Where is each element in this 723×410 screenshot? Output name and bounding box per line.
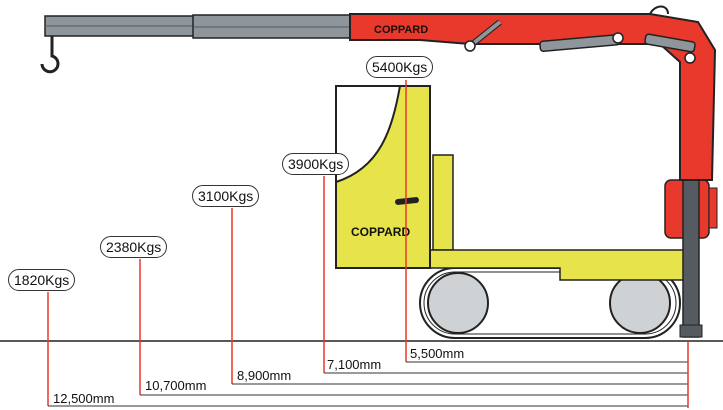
capacity-label-8900: 3100Kgs [192,185,260,207]
track-wheel-rear [609,272,671,334]
cab-window [335,85,402,184]
capacity-label-5500: 5400Kgs [366,56,434,78]
reach-dimension-10700: 10,700mm [145,378,207,393]
capacity-label-10700: 2380Kgs [100,236,168,258]
track-undercarriage [419,267,681,339]
capacity-label-7100: 3900Kgs [282,153,350,175]
reach-markers [47,80,689,408]
reach-dimension-5500: 5,500mm [410,346,465,361]
machine-body: COPPARD [335,85,689,281]
hook [40,36,60,74]
reach-dimension-8900: 8,900mm [237,368,292,383]
main-boom: COPPARD [349,5,717,181]
door-handle [395,197,419,205]
capacity-label-12500: 1820Kgs [8,269,76,291]
body-logo: COPPARD [351,225,410,239]
boom-logo: COPPARD [374,24,428,36]
telescopic-boom [40,14,354,74]
reach-dimension-7100: 7,100mm [327,357,382,372]
hydraulic-cylinders [464,19,696,64]
reach-dimension-12500: 12,500mm [53,391,115,406]
track-wheel-front [427,272,489,334]
